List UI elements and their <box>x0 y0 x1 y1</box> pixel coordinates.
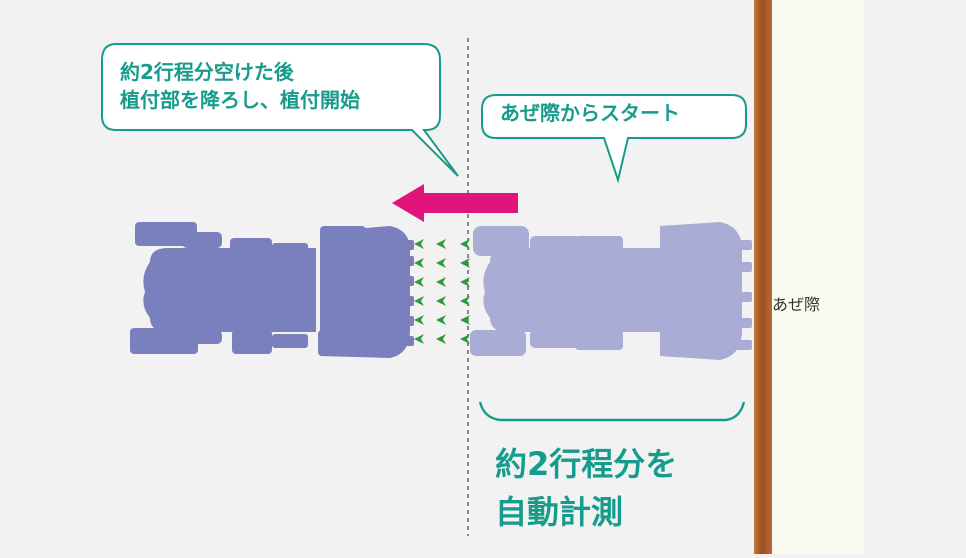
rice-transplanter-icon <box>470 222 752 360</box>
field-edge-strip <box>772 0 864 554</box>
bubble-left-text: 約2行程分空けた後 植付部を降ろし、植付開始 <box>120 58 360 114</box>
measurement-bracket <box>478 401 746 422</box>
seedling-icon <box>414 239 470 344</box>
measurement-caption: 約2行程分を 自動計測 <box>495 440 677 536</box>
bubble-left-line1: 約2行程分空けた後 <box>120 60 294 84</box>
caption-line2: 自動計測 <box>495 493 624 531</box>
speech-bubble-right <box>481 94 747 184</box>
speech-bubble-left <box>101 43 459 177</box>
ridge-label: あぜ際 <box>772 295 821 314</box>
rice-transplanter-icon <box>130 222 414 358</box>
caption-line1: 約2行程分を <box>495 445 678 483</box>
left-arrow-icon <box>392 184 518 222</box>
bubble-right-text: あぜ際からスタート <box>500 101 680 125</box>
ridge-strip <box>754 0 772 554</box>
bubble-left-line2: 植付部を降ろし、植付開始 <box>120 88 360 112</box>
